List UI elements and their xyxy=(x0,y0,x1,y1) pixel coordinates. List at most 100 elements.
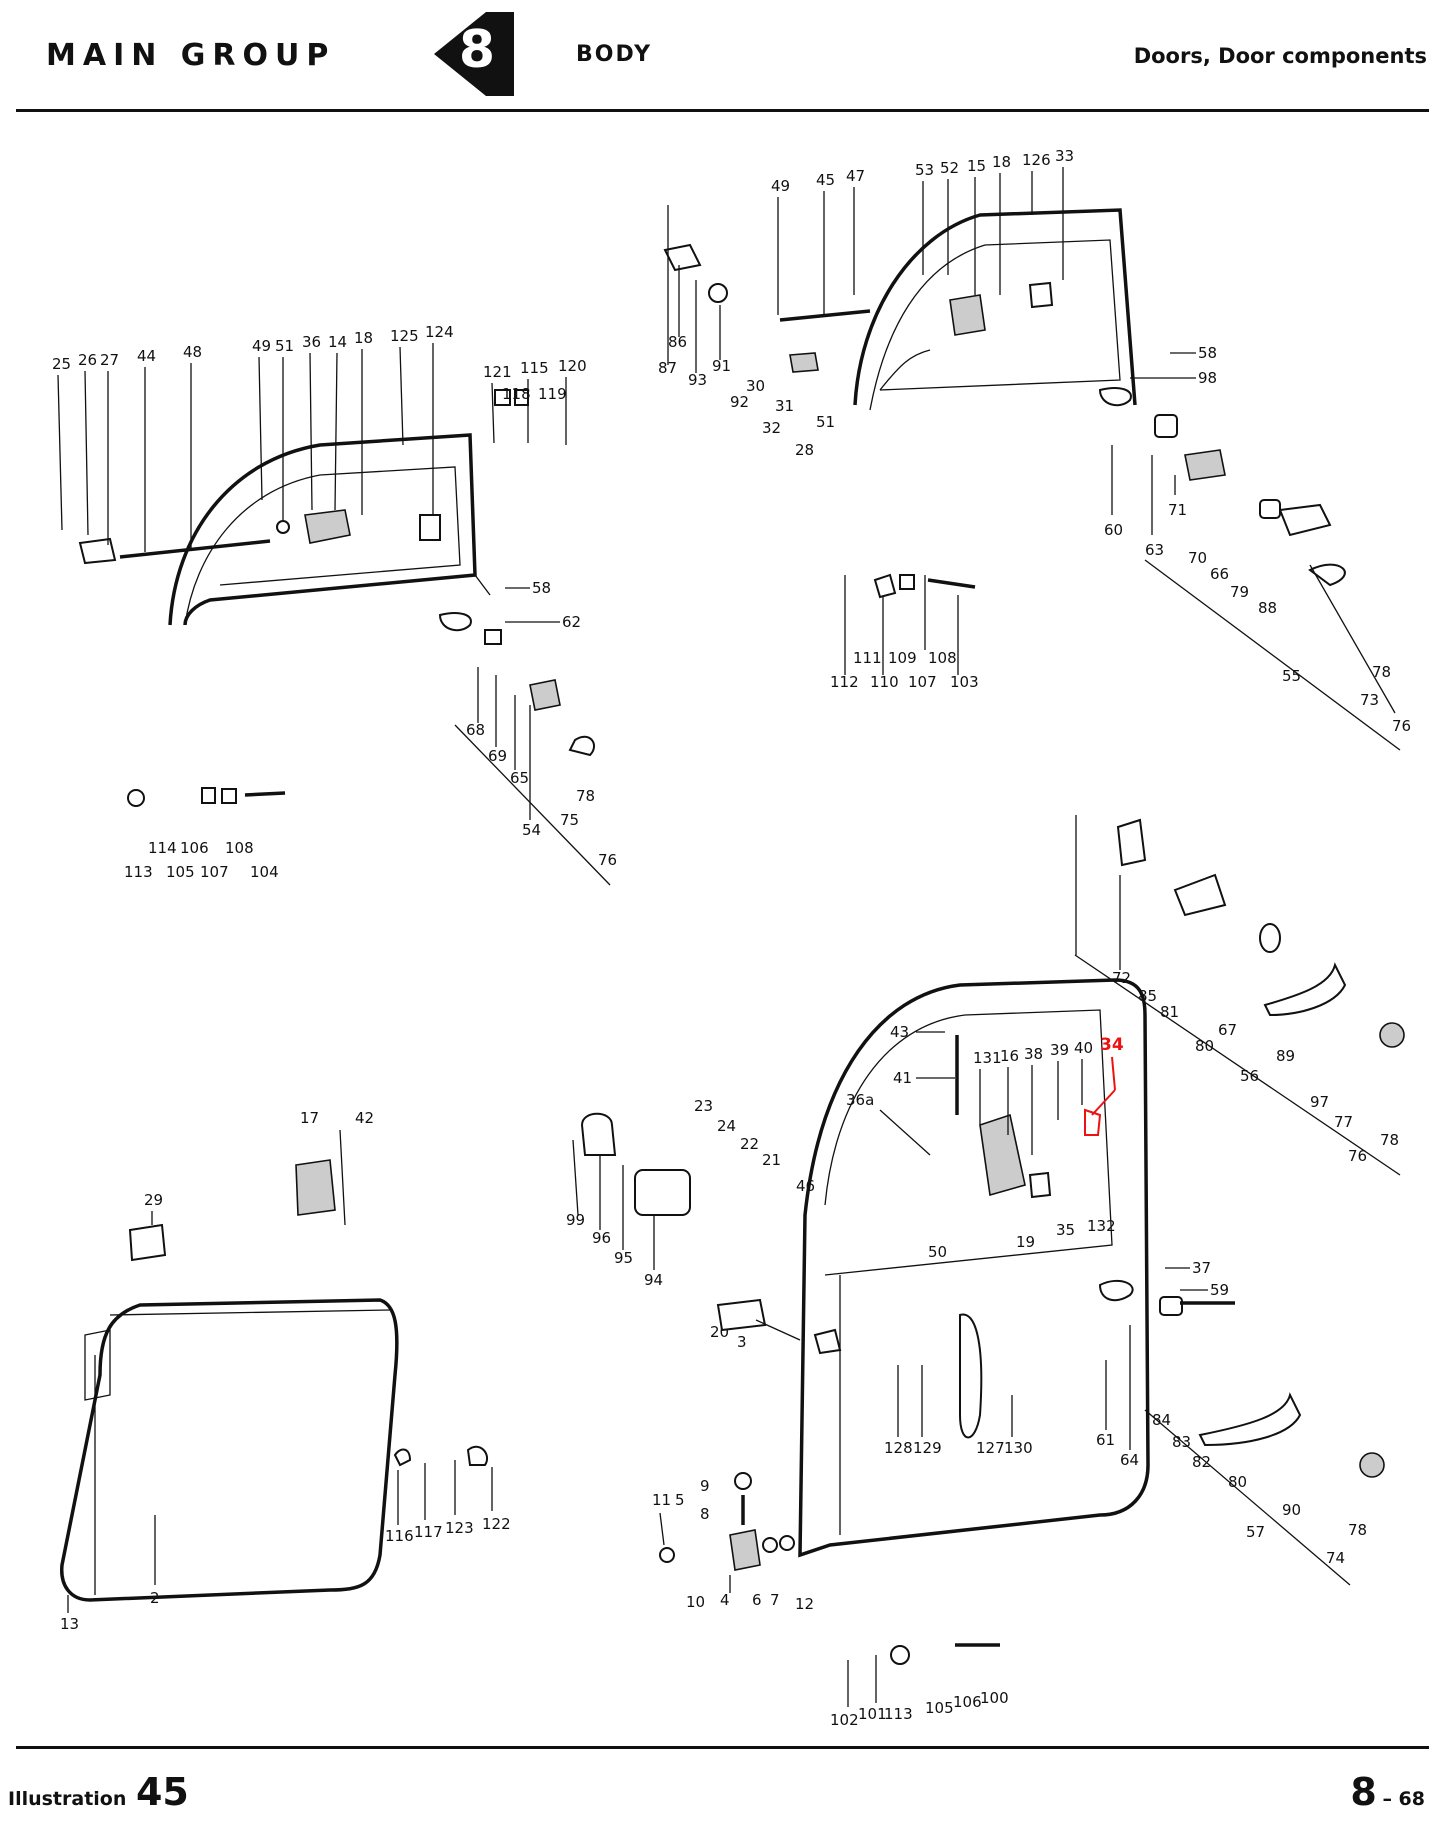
callout: 18 xyxy=(354,329,373,347)
callout: 2 xyxy=(150,1589,160,1607)
callout: 12 xyxy=(795,1595,814,1613)
main-group-label: MAIN GROUP xyxy=(46,38,336,73)
callout: 49 xyxy=(252,337,271,355)
callout: 87 xyxy=(658,359,677,377)
callout: 21 xyxy=(762,1151,781,1169)
callout: 117 xyxy=(414,1523,443,1541)
callout: 43 xyxy=(890,1023,909,1041)
callout: 59 xyxy=(1210,1281,1229,1299)
callout: 41 xyxy=(893,1069,912,1087)
callouts-upper-right: 87 86 93 91 92 30 31 32 49 45 47 28 51 5… xyxy=(658,147,1411,751)
callout: 31 xyxy=(775,397,794,415)
callout: 28 xyxy=(795,441,814,459)
callout: 47 xyxy=(846,167,865,185)
page-major: 8 xyxy=(1350,1770,1377,1814)
callout: 113 xyxy=(884,1705,913,1723)
callout: 76 xyxy=(598,851,617,869)
callout: 132 xyxy=(1087,1217,1116,1235)
callout: 15 xyxy=(967,157,986,175)
callout: 40 xyxy=(1074,1039,1093,1057)
callout: 68 xyxy=(466,721,485,739)
callout: 100 xyxy=(980,1689,1009,1707)
callout: 77 xyxy=(1334,1113,1353,1131)
callout: 123 xyxy=(445,1519,474,1537)
callout: 78 xyxy=(576,787,595,805)
callout: 73 xyxy=(1360,691,1379,709)
exploded-parts-diagram: 25 26 27 44 48 49 51 36 14 18 125 124 12… xyxy=(52,147,1411,1729)
callout: 78 xyxy=(1380,1131,1399,1149)
callout: 23 xyxy=(694,1097,713,1115)
callout: 26 xyxy=(78,351,97,369)
callout: 58 xyxy=(1198,344,1217,362)
callout: 42 xyxy=(355,1109,374,1127)
callout: 63 xyxy=(1145,541,1164,559)
callout: 114 xyxy=(148,839,177,857)
callout: 10 xyxy=(686,1593,705,1611)
callout: 93 xyxy=(688,371,707,389)
callout: 129 xyxy=(913,1439,942,1457)
callout: 128 xyxy=(884,1439,913,1457)
callout: 65 xyxy=(510,769,529,787)
callout: 17 xyxy=(300,1109,319,1127)
callout: 27 xyxy=(100,351,119,369)
callout: 58 xyxy=(532,579,551,597)
callout: 51 xyxy=(816,413,835,431)
callout: 38 xyxy=(1024,1045,1043,1063)
callout: 24 xyxy=(717,1117,736,1135)
header-rule xyxy=(16,109,1429,112)
group-badge-icon xyxy=(424,8,520,100)
door-frame-upper-left xyxy=(78,389,595,757)
door-panel-lower-left: 29 17 42 13 2 116 117 123 122 xyxy=(60,1109,511,1633)
callout: 88 xyxy=(1258,599,1277,617)
callout: 104 xyxy=(250,863,279,881)
callout: 111 xyxy=(853,649,882,667)
callout: 60 xyxy=(1104,521,1123,539)
callout: 90 xyxy=(1282,1501,1301,1519)
callout: 79 xyxy=(1230,583,1249,601)
callout: 29 xyxy=(144,1191,163,1209)
callout: 91 xyxy=(712,357,731,375)
callout: 11 xyxy=(652,1491,671,1509)
callout: 80 xyxy=(1228,1473,1247,1491)
callout: 13 xyxy=(60,1615,79,1633)
callout: 56 xyxy=(1240,1067,1259,1085)
callout: 76 xyxy=(1392,717,1411,735)
callout: 103 xyxy=(950,673,979,691)
callout-34-highlight: 34 xyxy=(1100,1035,1124,1055)
callout: 105 xyxy=(166,863,195,881)
subsection-title: Doors, Door components xyxy=(1133,44,1427,68)
callout: 69 xyxy=(488,747,507,765)
callout: 116 xyxy=(385,1527,414,1545)
callout: 108 xyxy=(225,839,254,857)
footer-rule xyxy=(16,1746,1429,1749)
callout: 53 xyxy=(915,161,934,179)
callout: 16 xyxy=(1000,1047,1019,1065)
page-header: MAIN GROUP 8 BODY Doors, Door components xyxy=(0,0,1445,115)
callout: 110 xyxy=(870,673,899,691)
callout: 22 xyxy=(740,1135,759,1153)
callout: 113 xyxy=(124,863,153,881)
handle-group-56: 72 85 81 80 67 56 89 97 77 76 78 xyxy=(1074,815,1405,1176)
callout: 120 xyxy=(558,357,587,375)
door-lower-right xyxy=(798,978,1385,1558)
callout: 107 xyxy=(908,673,937,691)
callout: 121 xyxy=(483,363,512,381)
illustration-label: Illustration 45 xyxy=(8,1770,189,1814)
page-minor: – 68 xyxy=(1382,1788,1425,1810)
callout: 3 xyxy=(737,1333,747,1351)
callout: 71 xyxy=(1168,501,1187,519)
callout: 119 xyxy=(538,385,567,403)
callout: 96 xyxy=(592,1229,611,1247)
callout: 4 xyxy=(720,1591,730,1609)
callout: 50 xyxy=(928,1243,947,1261)
small-parts-lower-center: 11 5 9 8 10 4 6 7 12 102 101 113 105 106… xyxy=(652,1472,1009,1729)
callout: 95 xyxy=(614,1249,633,1267)
callout: 36a xyxy=(846,1091,874,1109)
callout: 127 xyxy=(976,1439,1005,1457)
callout: 30 xyxy=(746,377,765,395)
highlighted-callout-34: 34 xyxy=(1091,1035,1124,1116)
callouts-upper-left: 25 26 27 44 48 49 51 36 14 18 125 124 12… xyxy=(52,323,617,886)
callout: 52 xyxy=(940,159,959,177)
callout: 102 xyxy=(830,1711,859,1729)
callout: 62 xyxy=(562,613,581,631)
